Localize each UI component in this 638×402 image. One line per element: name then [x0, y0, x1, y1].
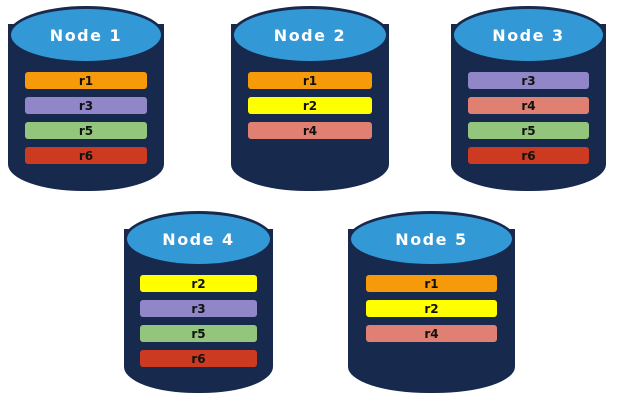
replica-item[interactable]: r6 — [25, 147, 147, 164]
replica-item[interactable]: r5 — [25, 122, 147, 139]
replica-item[interactable]: r3 — [25, 97, 147, 114]
replica-item[interactable]: r5 — [140, 325, 257, 342]
replica-item[interactable]: r3 — [140, 300, 257, 317]
replica-item[interactable]: r3 — [468, 72, 589, 89]
replica-list: r1 r2 r4 — [348, 267, 515, 342]
replica-item[interactable]: r1 — [366, 275, 497, 292]
replica-item[interactable]: r2 — [140, 275, 257, 292]
replica-item[interactable]: r5 — [468, 122, 589, 139]
cylinder-top-ellipse — [231, 6, 389, 64]
replica-item[interactable]: r4 — [468, 97, 589, 114]
replica-item[interactable]: r4 — [366, 325, 497, 342]
replica-item[interactable]: r6 — [140, 350, 257, 367]
replica-list: r1 r2 r4 — [231, 64, 389, 139]
cylinder-top-ellipse — [348, 211, 515, 267]
replica-list: r1 r3 r5 r6 — [8, 64, 164, 164]
cylinder-top-ellipse — [8, 6, 164, 64]
replica-item[interactable]: r1 — [25, 72, 147, 89]
replica-item[interactable]: r1 — [248, 72, 372, 89]
replica-item[interactable]: r4 — [248, 122, 372, 139]
replica-item[interactable]: r6 — [468, 147, 589, 164]
cylinder-top-ellipse — [451, 6, 606, 64]
cylinder-top-ellipse — [124, 211, 273, 267]
replica-list: r2 r3 r5 r6 — [124, 267, 273, 367]
replica-item[interactable]: r2 — [366, 300, 497, 317]
replica-list: r3 r4 r5 r6 — [451, 64, 606, 164]
replica-item[interactable]: r2 — [248, 97, 372, 114]
